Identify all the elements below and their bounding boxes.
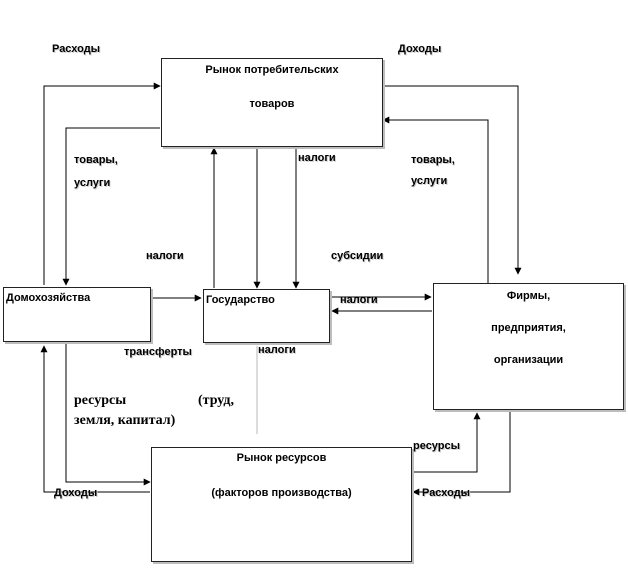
arrow-households-to-consumer-market <box>43 82 161 285</box>
resource-market-title-line1: Рынок ресурсов <box>236 452 327 464</box>
firms-title-line3: организации <box>493 354 564 366</box>
arrow-firms-to-resource-market <box>412 411 511 496</box>
firms-title-line2: предприятия, <box>491 322 566 334</box>
label-taxes-top: налоги <box>298 152 336 164</box>
resources-note-word2: (труд, <box>198 393 235 408</box>
label-goods-left-line1: товары, <box>74 154 118 166</box>
consumer-goods-market-box <box>161 58 383 147</box>
label-transfers: трансферты <box>124 346 192 358</box>
arrow-resource-market-to-households <box>40 345 150 493</box>
label-expenses-bottom: Расходы <box>422 487 471 499</box>
consumer-market-title-line1: Рынок потребительских <box>205 64 339 76</box>
label-income-top: Доходы <box>398 43 442 55</box>
households-box <box>3 287 151 342</box>
state-title: Государство <box>206 294 275 306</box>
label-goods-left-line2: услуги <box>74 177 111 189</box>
label-resources-right: ресурсы <box>413 440 461 452</box>
arrow-firms-to-consumer-market <box>382 116 489 284</box>
resources-note-line2: земля, капитал) <box>74 413 176 428</box>
arrow-resource-market-to-firms <box>413 412 481 473</box>
resource-market-box <box>151 447 412 562</box>
label-goods-right-line2: услуги <box>411 175 448 187</box>
firms-box <box>433 283 624 410</box>
label-taxes-firms: налоги <box>340 294 378 306</box>
arrow-consumer-market-to-firms <box>383 85 522 275</box>
arrow-households-to-resource-market <box>65 343 151 486</box>
label-goods-right-line1: товары, <box>411 154 455 166</box>
resources-note-word1: ресурсы <box>74 393 127 408</box>
label-income-bottom: Доходы <box>54 487 98 499</box>
consumer-market-title-line2: товаров <box>249 98 295 110</box>
state-box <box>203 289 330 343</box>
households-title: Домохозяйства <box>6 292 91 304</box>
resource-market-title-line2: (факторов производства) <box>211 487 352 499</box>
arrow-consumer-market-to-households <box>62 127 160 286</box>
label-expenses-top: Расходы <box>52 43 101 55</box>
label-subsidies: субсидии <box>331 250 384 262</box>
label-taxes-bottom: налоги <box>258 344 296 356</box>
firms-title-line1: Фирмы, <box>506 290 551 302</box>
label-taxes-mid-left: налоги <box>146 250 184 262</box>
